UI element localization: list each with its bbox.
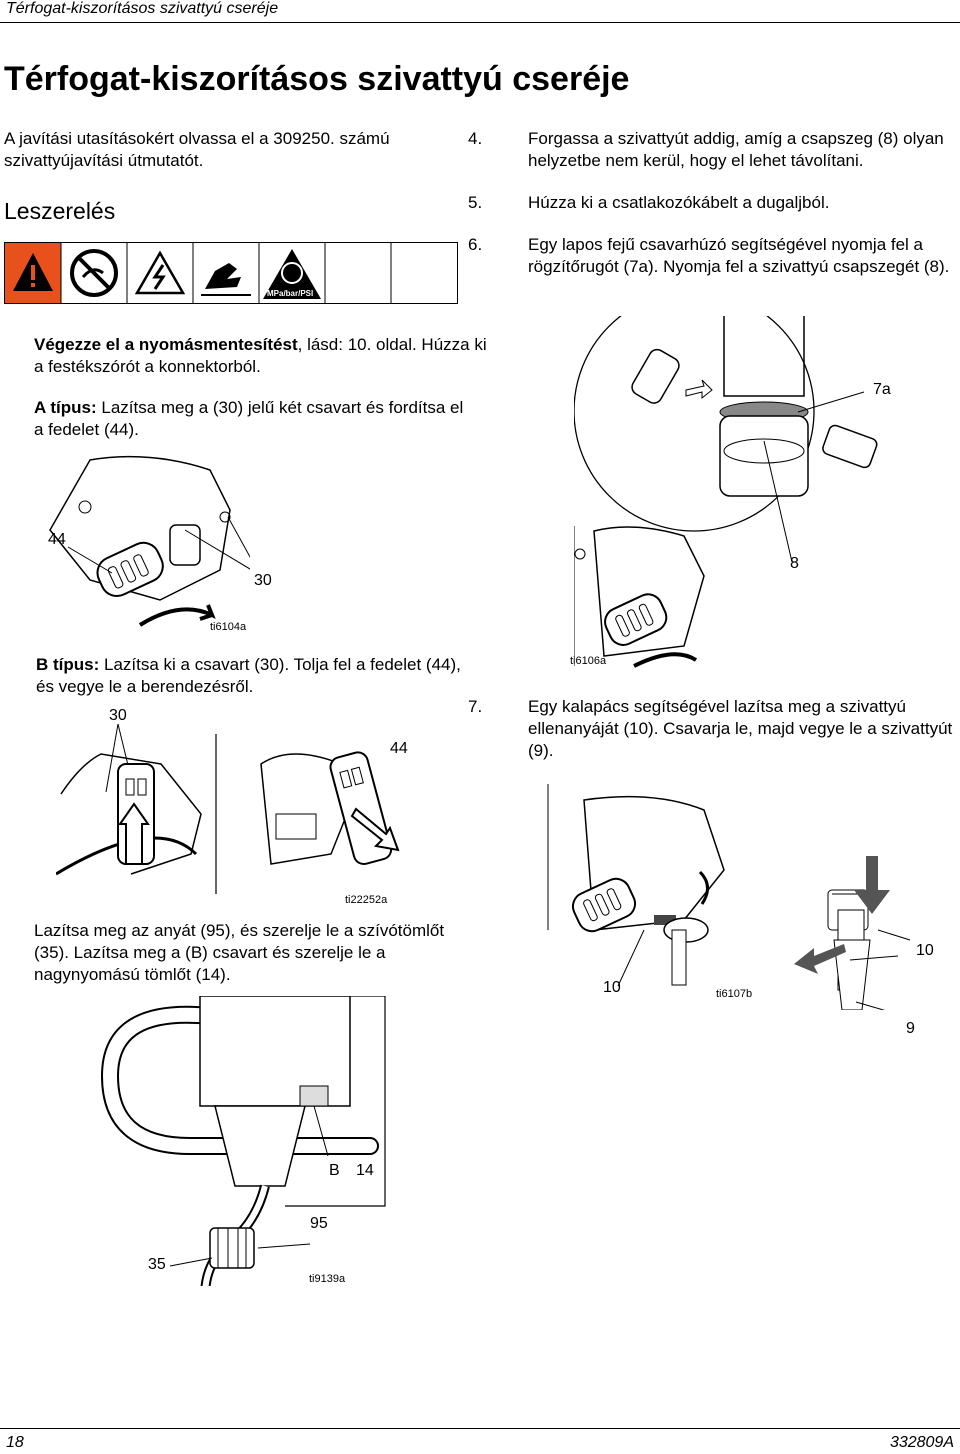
step-2-bold: A típus: [34,398,97,417]
step-6: 6. Egy lapos fejű csavarhúzó segítségével… [468,234,960,278]
callout-9: 9 [906,1020,915,1037]
footer-rule [0,1428,960,1429]
figure-hoses [100,995,390,1297]
step-6-number: 6. [468,235,483,254]
callout-7a: 7a [873,381,891,398]
step-2b-bold: B típus: [36,655,100,674]
figure-id-ti22252a: ti22252a [345,894,388,906]
callout-10-right: 10 [916,942,934,959]
page-title: Térfogat-kiszorításos szivattyú cseréje [4,60,630,98]
doc-code: 332809A [889,1434,954,1451]
step-2: 2.A típus: Lazítsa meg a (30) jelű két c… [4,397,474,441]
intro-text: A javítási utasításokért olvassa el a 30… [4,129,390,170]
figure-id-ti6106a: ti6106a [570,655,607,667]
figure-type-a-cover [40,455,261,635]
step-5: 5. Húzza ki a csatlakozókábelt a dugaljbó… [468,192,960,214]
running-header: Térfogat-kiszorításos szivattyú cseréje [6,0,279,17]
header-rule [0,22,960,23]
step-4: 4. Forgassa a szivattyút addig, amíg a cs… [468,128,960,172]
callout-8: 8 [790,555,799,572]
step-2b-text: Lazítsa ki a csavart (30). Tolja fel a f… [36,655,461,696]
callout-B: B [329,1162,340,1179]
step-1-text: , lásd: 10. oldal. Húzza ki a festékszór… [34,335,487,376]
figure-id-ti6107b: ti6107b [716,988,753,1000]
step-5-number: 5. [468,193,483,212]
step-3-text: Lazítsa meg az anyát (95), és szerelje l… [34,921,445,984]
step-7-number: 7. [468,697,483,716]
figure-type-b-cover [55,723,416,894]
step-1-bold: Végezze el a nyomásmentesítést [34,335,298,354]
step-5-text: Húzza ki a csatlakozókábelt a dugaljból. [528,193,830,212]
step-6-text: Egy lapos fejű csavarhúzó segítségével n… [528,235,950,276]
callout-95: 95 [310,1215,328,1232]
callout-44: 44 [48,531,66,548]
warning-icon-strip: MPa/bar/PSI [4,242,458,304]
step-4-number: 4. [468,129,483,148]
callout-30: 30 [254,572,272,589]
step-4-text: Forgassa a szivattyút addig, amíg a csap… [528,129,944,170]
step-3-number: 3. [4,920,34,942]
figure-retaining-spring [573,290,884,684]
figure-pump-removal [544,780,944,1017]
step-7-text: Egy kalapács segítségével lazítsa meg a … [528,697,953,760]
section-title: Leszerelés [4,198,116,224]
figure-id-ti6104a: ti6104a [210,621,247,633]
step-2-text: Lazítsa meg a (30) jelű két csavart és f… [34,398,464,439]
step-2-number: 2. [4,397,34,419]
callout-14: 14 [356,1162,374,1179]
pressure-icon-text: MPa/bar/PSI [267,289,314,298]
page-number: 18 [6,1434,24,1451]
figure-id-ti9139a: ti9139a [309,1273,346,1285]
callout-35: 35 [148,1256,166,1273]
step-7: 7. Egy kalapács segítségével lazítsa meg … [468,696,960,762]
step-3: 3.Lazítsa meg az anyát (95), és szerelje… [4,920,454,986]
step-1-number: 1. [4,334,34,356]
step-1: 1.Végezze el a nyomásmentesítést, lásd: … [4,334,494,378]
callout-30-b: 30 [109,707,127,724]
callout-10-left: 10 [603,979,621,996]
step-2b: B típus: Lazítsa ki a csavart (30). Tolj… [36,654,466,698]
callout-44-b: 44 [390,740,408,757]
